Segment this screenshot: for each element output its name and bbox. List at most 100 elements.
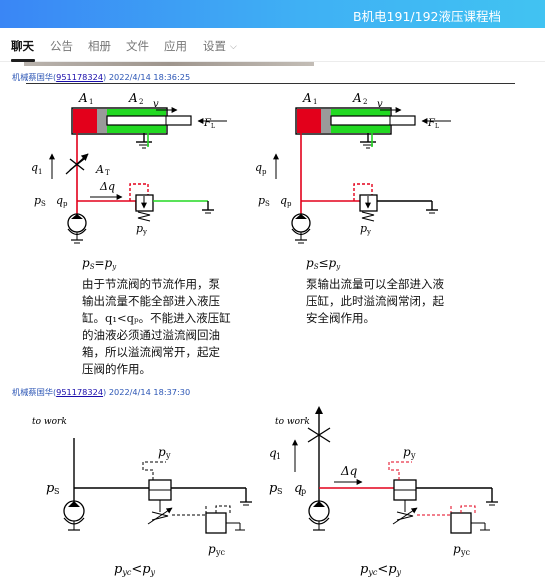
svg-text:p: p xyxy=(258,194,265,207)
svg-text:v: v xyxy=(377,99,383,110)
left-comparison: pyc<py xyxy=(114,562,156,577)
svg-text:缸。q₁<qₚ。不能进入液压缸: 缸。q₁<qₚ。不能进入液压缸 xyxy=(82,311,231,325)
right-pilot-valve xyxy=(450,512,472,534)
active-tab-indicator xyxy=(11,59,35,62)
right-formula: pS≤py xyxy=(306,256,341,271)
svg-text:p: p xyxy=(46,481,55,496)
left-formula: pS=py xyxy=(82,256,117,271)
left-pilot-valve xyxy=(205,512,227,534)
svg-text:L: L xyxy=(211,123,215,130)
sender-name: 机械蔡国华( xyxy=(12,72,57,82)
svg-text:S: S xyxy=(41,200,46,208)
label-fl: F xyxy=(203,118,212,129)
left-description: 由于节流阀的节流作用，泵 输出流量不能全部进入液压 缸。q₁<qₚ。不能进入液压… xyxy=(82,277,231,376)
svg-text:p: p xyxy=(287,200,292,208)
window-titlebar: B机电191/192液压课程档 xyxy=(0,0,545,28)
message-header: 机械蔡国华(951178324) 2022/4/14 18:37:30 xyxy=(12,386,190,398)
label-delta-q: Δq xyxy=(99,180,115,193)
message-image-relief-valve-comparison[interactable]: A 1 A 2 v F L q 1 A T Δq p S q p xyxy=(26,83,515,379)
svg-text:y: y xyxy=(142,228,147,236)
svg-text:1: 1 xyxy=(38,168,42,176)
svg-text:L: L xyxy=(435,123,439,130)
left-circuit: A 1 A 2 v F L q 1 A T Δq p S q p xyxy=(31,91,231,376)
message-header: 机械蔡国华(951178324) 2022/4/14 18:36:25 xyxy=(12,71,190,83)
hydraulic-diagram-2: to work p S p y p yc pyc<py to work xyxy=(32,406,498,577)
svg-text:1: 1 xyxy=(313,98,317,106)
svg-text:yc: yc xyxy=(215,548,226,557)
svg-text:q: q xyxy=(294,481,302,496)
svg-text:q: q xyxy=(280,194,287,207)
svg-text:由于节流阀的节流作用，泵: 由于节流阀的节流作用，泵 xyxy=(82,277,220,291)
tab-album[interactable]: 相册 xyxy=(88,39,111,53)
svg-text:压阀的作用。: 压阀的作用。 xyxy=(82,362,151,376)
label-a2: A xyxy=(128,91,138,105)
svg-text:泵输出流量可以全部进入液: 泵输出流量可以全部进入液 xyxy=(306,277,444,291)
label-at: A xyxy=(95,163,104,176)
sender-qq-link[interactable]: 951178324 xyxy=(56,72,104,82)
left-pilot-circuit: to work p S p y p yc pyc<py xyxy=(32,417,252,577)
tab-announcements[interactable]: 公告 xyxy=(50,39,73,53)
svg-text:y: y xyxy=(165,451,171,460)
svg-text:p: p xyxy=(269,481,278,496)
svg-text:输出流量不能全部进入液压: 输出流量不能全部进入液压 xyxy=(82,294,220,308)
right-circuit: A 1 A 2 v F L q p p S q p p y xyxy=(255,91,451,325)
svg-text:q: q xyxy=(269,446,277,460)
left-piston xyxy=(97,109,107,133)
message-time: ) 2022/4/14 18:37:30 xyxy=(103,387,191,397)
label-qp: q xyxy=(56,194,63,207)
previous-image-edge xyxy=(24,62,314,66)
right-comparison: pyc<py xyxy=(360,562,402,577)
tab-bar: 聊天 公告 相册 文件 应用 设置 ⌵ xyxy=(0,28,545,62)
right-piston xyxy=(321,109,331,133)
svg-text:的油液必须通过溢流阀回油: 的油液必须通过溢流阀回油 xyxy=(82,328,220,342)
tab-chat[interactable]: 聊天 xyxy=(11,39,34,53)
tab-files[interactable]: 文件 xyxy=(126,39,149,53)
svg-text:y: y xyxy=(410,451,416,460)
svg-text:S: S xyxy=(265,200,270,208)
tab-settings-label: 设置 xyxy=(203,39,226,53)
svg-text:F: F xyxy=(427,118,436,129)
right-cylinder-chamber-a1 xyxy=(297,109,321,133)
svg-text:Δq: Δq xyxy=(340,464,358,478)
svg-text:A: A xyxy=(302,91,312,105)
sender-name: 机械蔡国华( xyxy=(12,387,57,397)
sender-qq-link[interactable]: 951178324 xyxy=(56,387,104,397)
label-a1: A xyxy=(78,91,88,105)
window-title: B机电191/192液压课程档 xyxy=(352,9,501,24)
svg-text:2: 2 xyxy=(363,98,367,106)
svg-text:p: p xyxy=(208,542,216,556)
right-label-qp-top: q xyxy=(255,161,262,174)
left-to-work-label: to work xyxy=(32,417,67,427)
svg-text:p: p xyxy=(158,445,166,459)
svg-text:A: A xyxy=(352,91,362,105)
label-ps: p xyxy=(34,194,41,207)
left-piston-rod xyxy=(106,115,192,126)
right-to-work-label: to work xyxy=(275,417,310,427)
svg-text:p: p xyxy=(453,542,461,556)
left-cylinder-chamber-a1 xyxy=(73,109,97,133)
label-q1: q xyxy=(31,161,38,174)
svg-text:S: S xyxy=(54,487,59,496)
svg-text:S: S xyxy=(277,487,282,496)
tab-settings[interactable]: 设置 ⌵ xyxy=(203,38,237,54)
right-piston-rod xyxy=(330,115,416,126)
svg-text:p: p xyxy=(403,445,411,459)
svg-text:安全阀作用。: 安全阀作用。 xyxy=(306,311,375,325)
tab-apps[interactable]: 应用 xyxy=(164,39,187,53)
svg-text:2: 2 xyxy=(139,98,143,106)
label-py: p xyxy=(136,222,143,235)
svg-text:p: p xyxy=(360,222,367,235)
label-v: v xyxy=(153,99,159,110)
svg-text:1: 1 xyxy=(89,98,93,106)
hydraulic-diagram-1: A 1 A 2 v F L q 1 A T Δq p S q p xyxy=(31,91,451,376)
message-time: ) 2022/4/14 18:36:25 xyxy=(103,72,191,82)
right-description: 泵输出流量可以全部进入液 压缸，此时溢流阀常闭，起 安全阀作用。 xyxy=(306,277,444,325)
chevron-down-icon: ⌵ xyxy=(230,42,237,52)
message-image-pilot-relief-valve[interactable]: to work p S p y p yc pyc<py to work xyxy=(26,400,515,584)
svg-text:y: y xyxy=(366,228,371,236)
right-pilot-circuit: to work q 1 Δq p S q p p y p yc xyxy=(269,406,498,577)
svg-text:p: p xyxy=(262,168,267,176)
svg-text:T: T xyxy=(105,169,110,177)
svg-text:箱，所以溢流阀常开，起定: 箱，所以溢流阀常开，起定 xyxy=(82,345,220,359)
svg-text:压缸，此时溢流阀常闭，起: 压缸，此时溢流阀常闭，起 xyxy=(306,294,444,308)
